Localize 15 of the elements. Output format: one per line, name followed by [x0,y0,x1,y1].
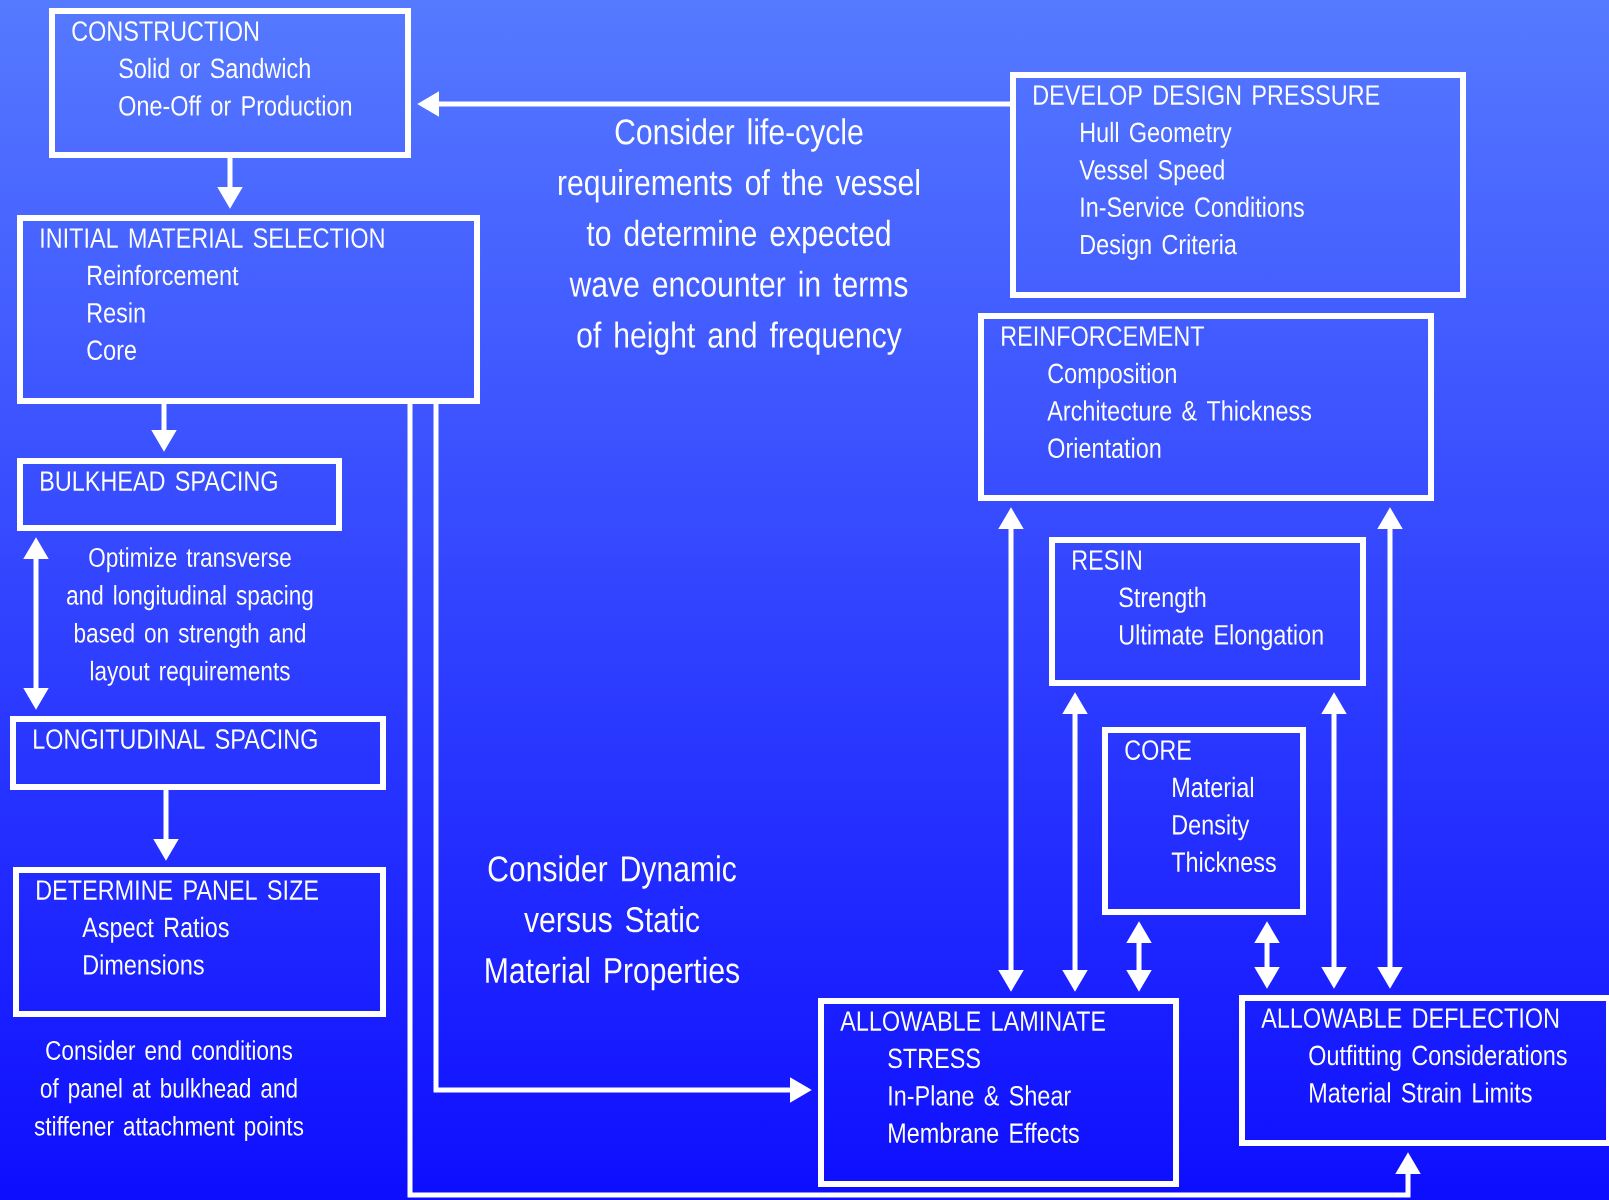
process-box: CORE Material Density Thickness [1102,727,1306,915]
process-box: REINFORCEMENT Composition Architecture & Thickness Orientation [978,313,1434,501]
process-box: LONGITUDINAL SPACING [10,716,386,790]
process-box: ALLOWABLE DEFLECTION Outfitting Considerations Material Strain Limits [1239,995,1609,1146]
process-box: CONSTRUCTION Solid or Sandwich One-Off or Production [49,8,411,158]
note-text: Consider Dynamic versus Static Material Properties [486,855,740,991]
process-box: ALLOWABLE LAMINATE STRESS In-Plane & Shear Membrane Effects [818,998,1179,1187]
note-text: Optimize transverse and longitudinal spacing based on strength and layout requirements [67,547,313,686]
process-box: BULKHEAD SPACING [17,458,342,531]
process-box: DETERMINE PANEL SIZE Aspect Ratios Dimensions [13,867,386,1017]
process-box: INITIAL MATERIAL SELECTION Reinforcement Resin Core [17,215,480,404]
process-box: DEVELOP DESIGN PRESSURE Hull Geometry Vessel Speed In-Service Conditions Design Criteria [1010,72,1466,298]
process-box: RESIN Strength Ultimate Elongation [1049,537,1366,686]
note-text: Consider end conditions of panel at bulkhead and stiffener attachment points [34,1040,304,1141]
note-text: Consider life-cycle requirements of the vessel to determine expected wave encounter in terms of height and frequency [558,118,919,355]
